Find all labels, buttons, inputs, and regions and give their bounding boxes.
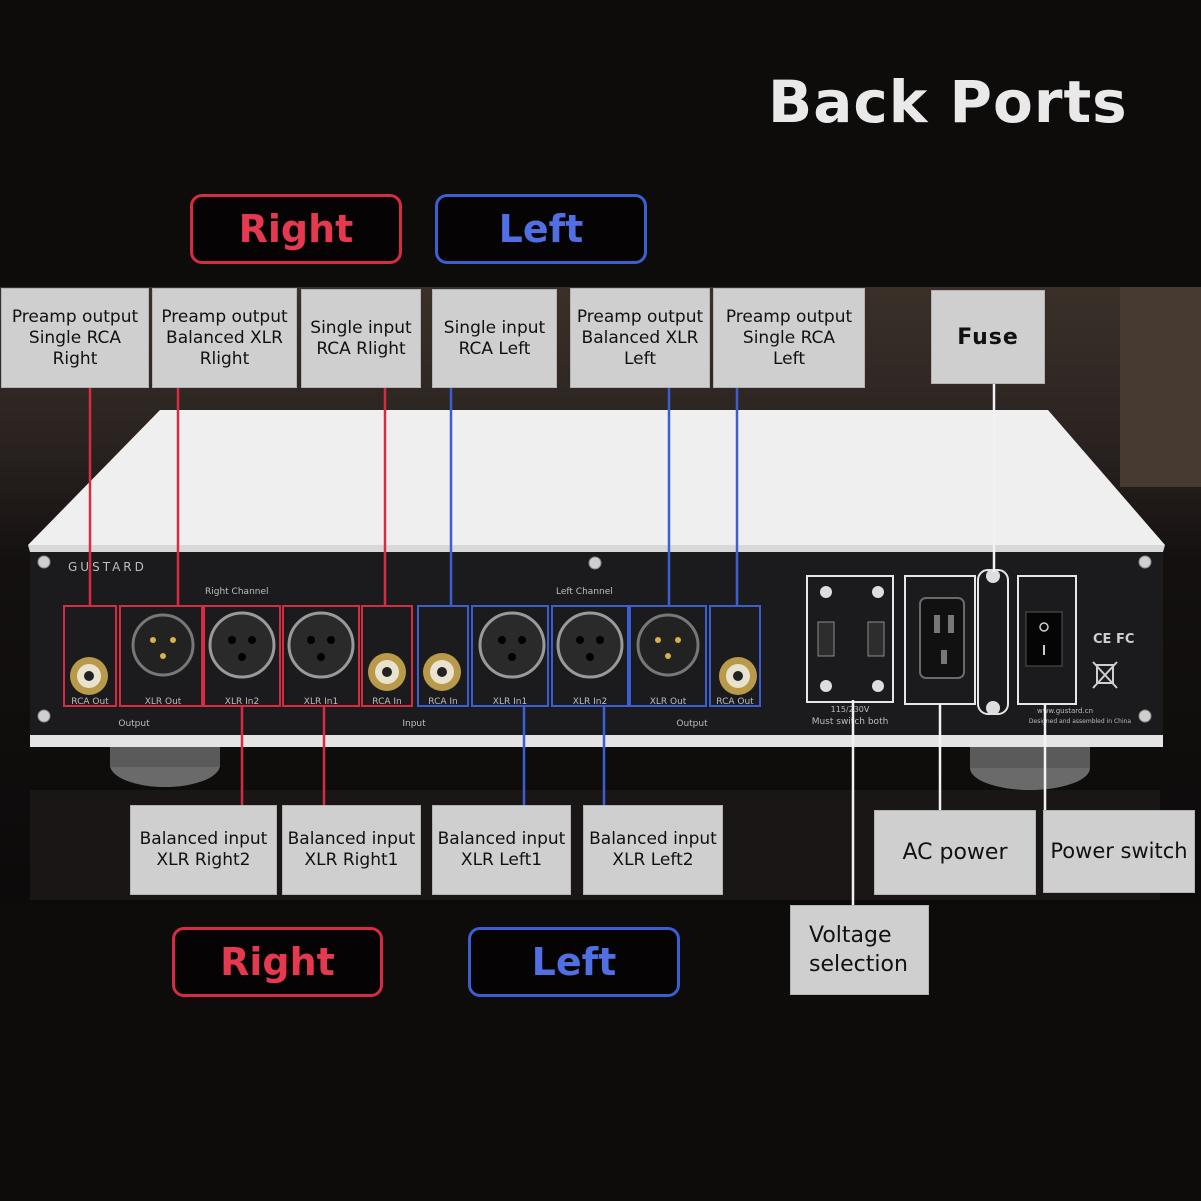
channel-badge-right-top: Right	[190, 194, 402, 264]
outline-xlr-in1-left	[471, 605, 549, 707]
xlr-in1-right-connector	[287, 611, 355, 679]
outline-xlr-in2-left	[551, 605, 629, 707]
caption-website: www.gustard.cn	[1037, 707, 1093, 715]
outline-xlr-out-right	[119, 605, 203, 707]
channel-badge-right-bottom: Right	[172, 927, 383, 997]
brand-logo: GUSTARD	[68, 560, 147, 574]
fuse-holder	[977, 569, 1009, 715]
caption-rca-out-left: RCA Out	[716, 697, 754, 707]
caption-xlr-in1-left: XLR In1	[493, 697, 527, 707]
background-shelf	[1120, 287, 1201, 487]
screw	[588, 556, 602, 570]
connector-captions: RCA Out XLR Out XLR In2 XLR In1 RCA In R…	[71, 697, 1131, 729]
caption-xlr-in1-right: XLR In1	[304, 697, 338, 707]
chassis-top	[28, 410, 1165, 545]
outline-xlr-in1-right	[282, 605, 360, 707]
screw	[37, 555, 51, 569]
label-preamp-rca-left: Preamp output Single RCA Left	[713, 288, 865, 388]
channel-badge-left-bottom: Left	[468, 927, 680, 997]
label-ac-power: AC power	[874, 810, 1036, 895]
label-single-rca-left: Single input RCA Left	[432, 289, 557, 388]
ac-inlet	[904, 575, 976, 705]
right-leader-lines	[88, 388, 387, 805]
label-single-rca-right: Single input RCA Rlight	[301, 289, 421, 388]
rca-in-right-connector	[368, 653, 406, 691]
left-channel-outlines	[417, 605, 761, 707]
outline-rca-out-left	[709, 605, 761, 707]
caption-rca-in-right: RCA In	[372, 697, 401, 707]
screw	[1138, 555, 1152, 569]
xlr-in2-left-connector	[556, 611, 624, 679]
caption-output-left: Output	[676, 719, 708, 729]
label-xlr-right1: Balanced input XLR Right1	[282, 805, 421, 895]
voltage-selector-module: 115/230V	[806, 575, 894, 714]
label-xlr-right2: Balanced input XLR Right2	[130, 805, 277, 895]
label-power-switch: Power switch	[1043, 810, 1195, 893]
cert-marks: CE FC	[1093, 632, 1134, 647]
foot-right-body	[970, 746, 1090, 768]
label-preamp-xlr-left: Preamp output Balanced XLR Left	[570, 288, 710, 388]
screw	[1138, 709, 1152, 723]
label-fuse: Fuse	[931, 290, 1045, 384]
caption-must-switch: Must switch both	[812, 717, 889, 727]
rca-out-left-connector	[719, 657, 757, 695]
weee-icon	[1092, 661, 1118, 689]
panel-screws	[37, 555, 1152, 723]
caption-rca-in-left: RCA In	[428, 697, 457, 707]
rca-out-right-connector	[70, 657, 108, 695]
label-voltage-selection: Voltage selection	[790, 905, 929, 995]
caption-output-right: Output	[118, 719, 150, 729]
channel-badge-left-top: Left	[435, 194, 647, 264]
label-preamp-rca-right: Preamp output Single RCA Right	[1, 288, 149, 388]
caption-made-in: Designed and assembled in China	[1029, 718, 1132, 725]
xlr-in1-left-connector	[478, 611, 546, 679]
outline-rca-in-right	[361, 605, 413, 707]
xlr-out-left-connector	[636, 613, 700, 677]
white-leader-lines	[851, 384, 1047, 905]
caption-voltage: 115/230V	[831, 705, 870, 714]
page-title: Back Ports	[768, 68, 1128, 136]
caption-xlr-out-left: XLR Out	[650, 697, 687, 707]
caption-rca-out-right: RCA Out	[71, 697, 109, 707]
caption-xlr-in2-left: XLR In2	[573, 697, 607, 707]
caption-xlr-in2-right: XLR In2	[225, 697, 259, 707]
foot-left-body	[110, 745, 220, 767]
label-preamp-xlr-right: Preamp output Balanced XLR Rlight	[152, 288, 297, 388]
label-xlr-left1: Balanced input XLR Left1	[432, 805, 571, 895]
caption-input: Input	[402, 719, 426, 729]
caption-xlr-out-right: XLR Out	[145, 697, 182, 707]
screw	[37, 709, 51, 723]
rca-in-left-connector	[423, 653, 461, 691]
power-switch-module	[1017, 575, 1077, 705]
chassis-edge	[28, 545, 1165, 552]
xlr-out-right-connector	[131, 613, 195, 677]
label-xlr-left2: Balanced input XLR Left2	[583, 805, 723, 895]
left-leader-lines	[449, 388, 739, 805]
outline-rca-in-left	[417, 605, 469, 707]
panel-right-channel: Right Channel	[205, 587, 269, 597]
xlr-in2-right-connector	[208, 611, 276, 679]
chassis-bottom	[30, 735, 1163, 747]
panel-left-channel: Left Channel	[556, 587, 613, 597]
